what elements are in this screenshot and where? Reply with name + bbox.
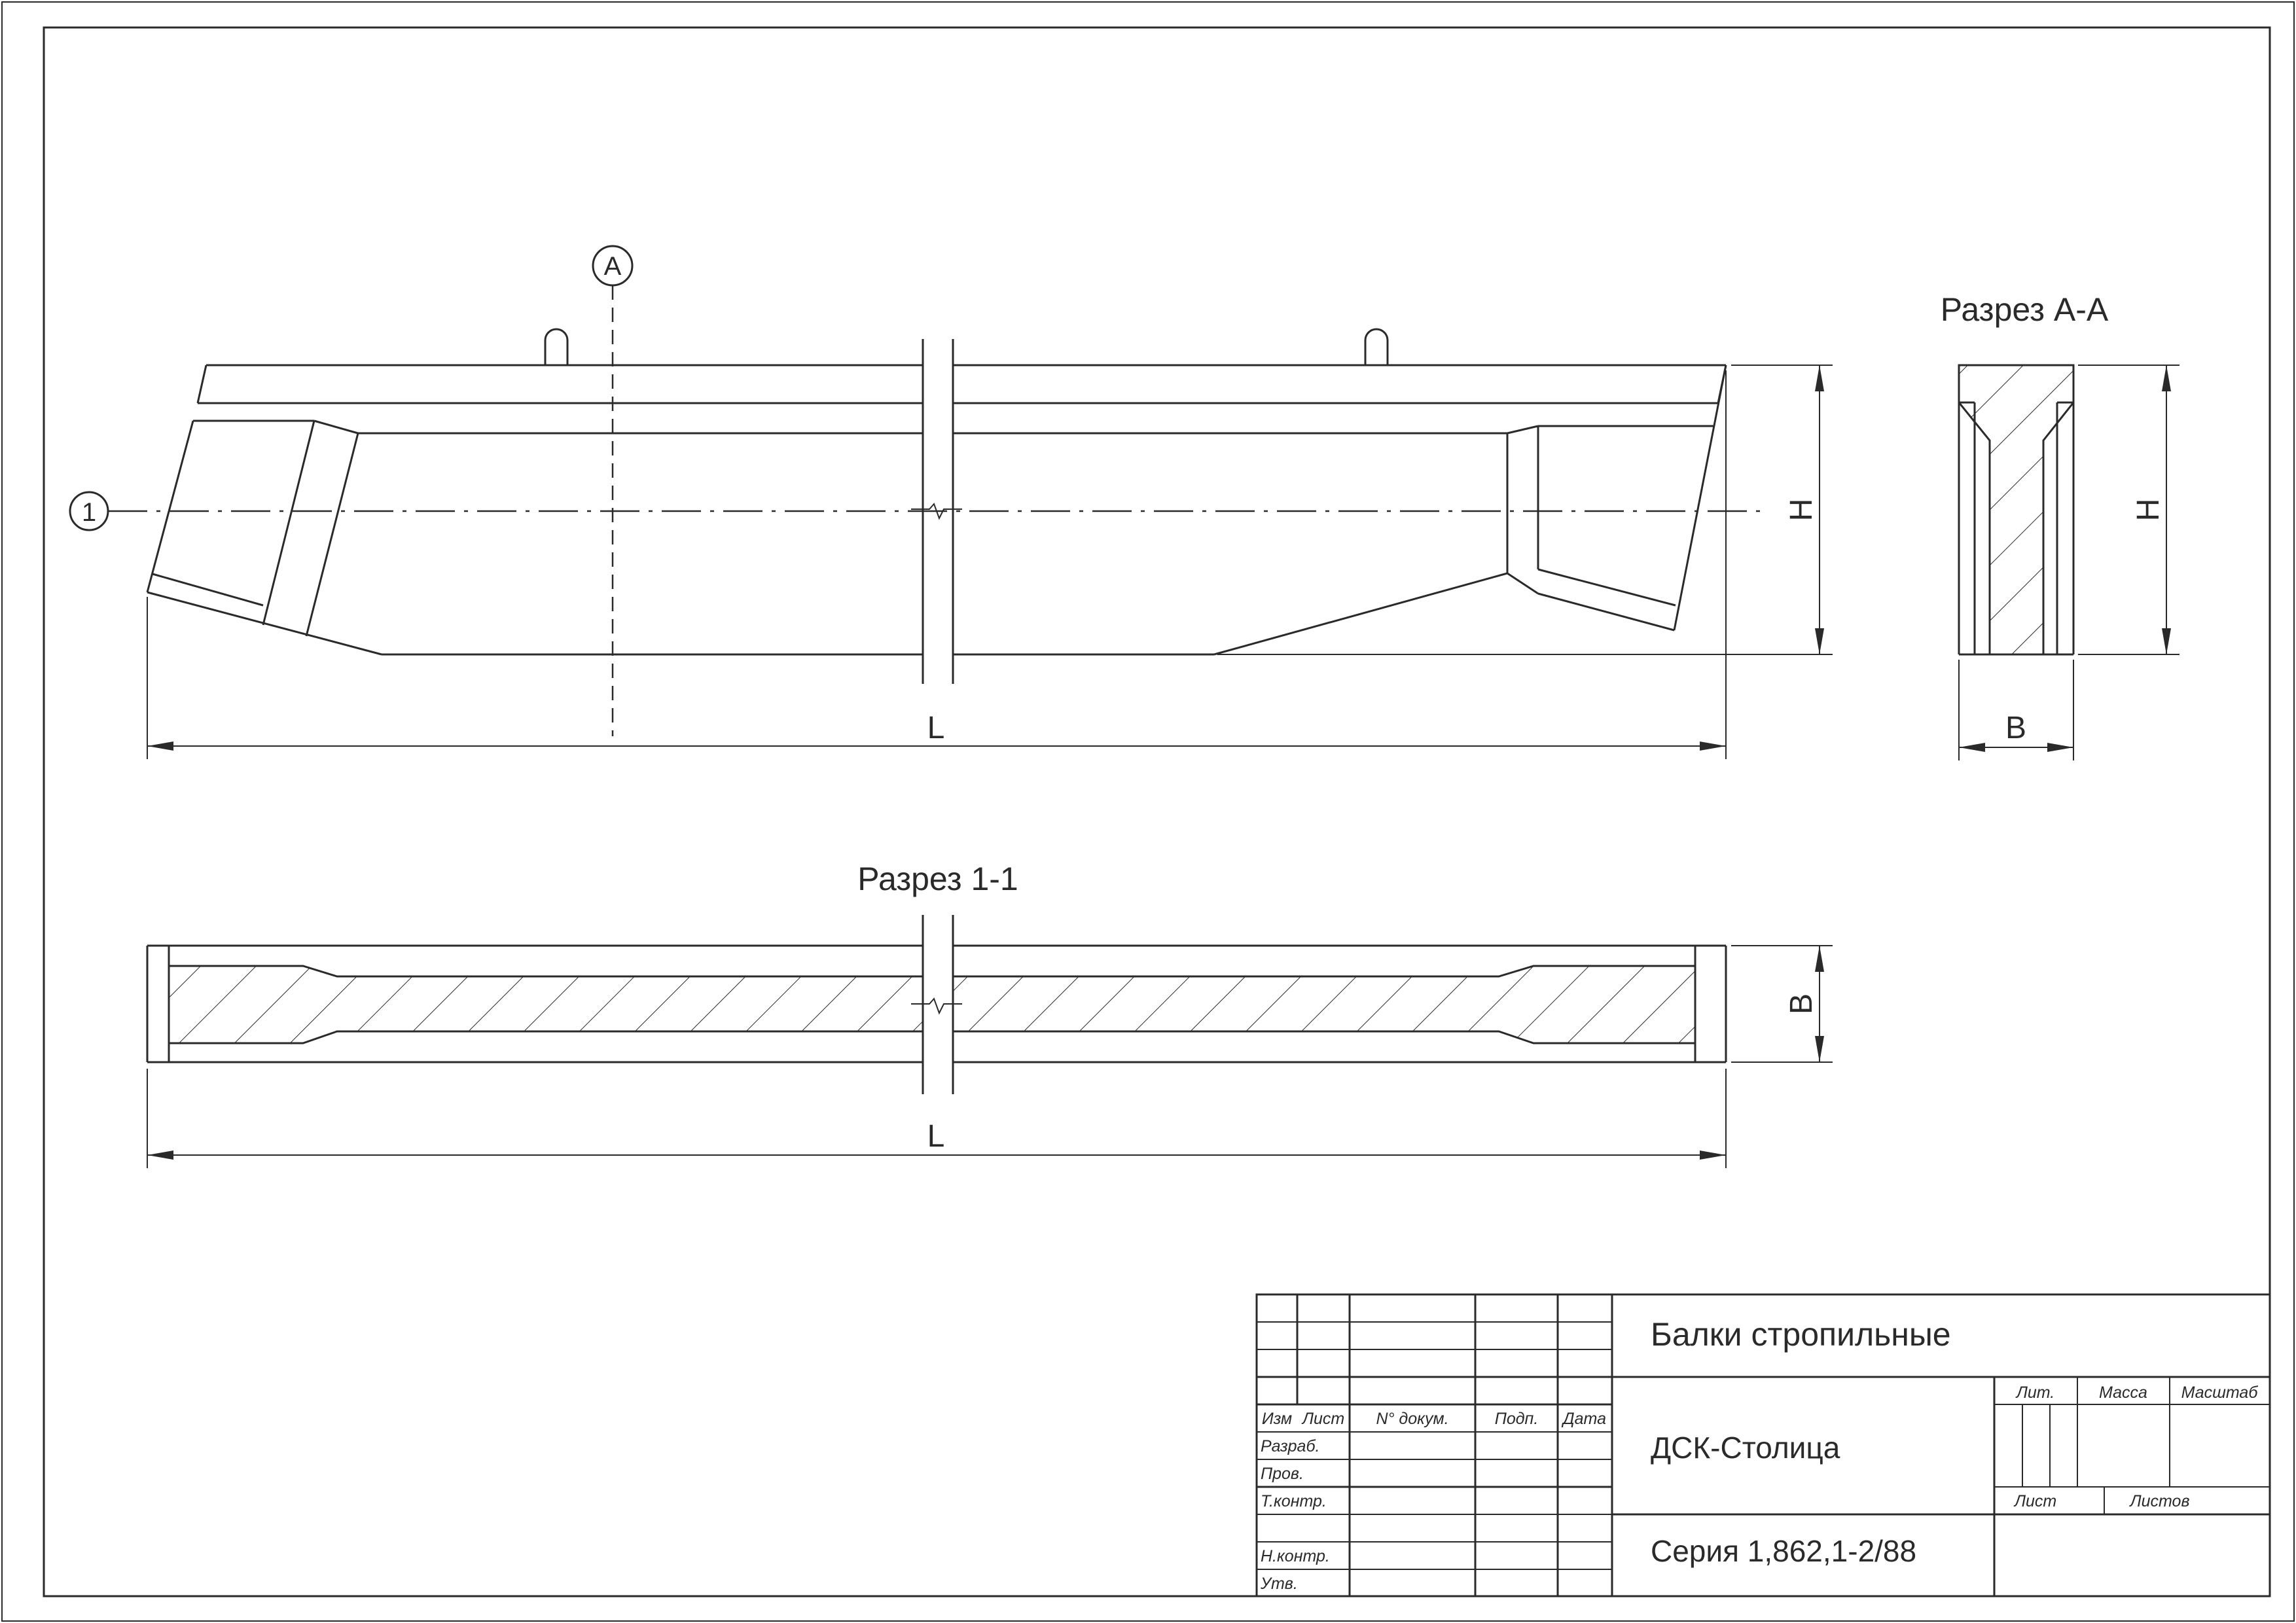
dimension-width-section-11 — [1731, 945, 1833, 1063]
section-a-a-view: Разрез А-А H B — [1941, 291, 2179, 760]
section-1-1-break-lines — [911, 915, 962, 1094]
dimension-width-label-section-aa: B — [2005, 711, 2026, 745]
beam-elevation-view: А 1 L H — [69, 245, 1833, 759]
tb-stamp-letter: Лит. — [2015, 1383, 2055, 1402]
beam-elevation-left-part — [146, 364, 923, 656]
dimension-height-label-section-aa: H — [2131, 499, 2166, 522]
dimension-height-elevation — [1217, 365, 1833, 655]
tb-header-change: Изм — [1262, 1410, 1292, 1428]
dimension-height-label-elevation: H — [1784, 499, 1819, 522]
dimension-length-elevation — [147, 370, 1727, 759]
dimension-length-label-elevation: L — [927, 711, 945, 745]
axis-marker-1-circle — [69, 491, 109, 531]
dimension-width-label-section-11: B — [1784, 993, 1819, 1014]
section-1-1-title: Разрез 1-1 — [857, 861, 1018, 897]
title-block: Изм Лист N° докум. Подп. Дата Разраб. Пр… — [1255, 1293, 2271, 1597]
tb-organization: ДСК-Столица — [1651, 1431, 1840, 1465]
tb-header-date: Дата — [1561, 1410, 1606, 1428]
section-1-1-outline — [146, 944, 1727, 1063]
lifting-loop-right — [1364, 328, 1389, 365]
lifting-loop-left — [544, 328, 569, 365]
tb-role-approved: Утв. — [1260, 1575, 1298, 1593]
tb-header-signature: Подп. — [1495, 1410, 1539, 1428]
tb-role-developed: Разраб. — [1261, 1437, 1319, 1455]
tb-stamp-sheets: Листов — [2128, 1492, 2189, 1510]
dimension-width-section-aa — [1958, 660, 2074, 760]
tb-series: Серия 1,862,1-2/88 — [1651, 1534, 1916, 1568]
section-1-1-view: Разрез 1-1 — [146, 861, 1833, 1168]
tb-header-sheet: Лист — [1301, 1410, 1344, 1428]
tb-header-document: N° докум. — [1376, 1410, 1448, 1428]
axis-marker-1-label: 1 — [82, 498, 96, 527]
tb-role-norm-control: Н.контр. — [1261, 1547, 1330, 1565]
dimension-length-label-section-11: L — [927, 1119, 945, 1154]
beam-elevation-right-part — [953, 364, 1727, 656]
tb-stamp-sheet: Лист — [2013, 1492, 2056, 1510]
tb-stamp-mass: Масса — [2099, 1383, 2147, 1402]
tb-role-tech-control: Т.контр. — [1261, 1492, 1327, 1510]
axis-marker-a-label: А — [604, 252, 622, 281]
tb-stamp-scale: Масштаб — [2181, 1383, 2259, 1402]
inner-drawing-frame — [43, 26, 2271, 1597]
tb-role-checked: Пров. — [1261, 1465, 1304, 1483]
dimension-length-section-11 — [147, 1069, 1727, 1168]
axis-marker-a-circle — [592, 245, 634, 287]
dimension-height-section-aa — [2078, 365, 2179, 655]
tb-product-name: Балки стропильные — [1651, 1316, 1951, 1353]
section-a-a-title: Разрез А-А — [1941, 291, 2109, 328]
